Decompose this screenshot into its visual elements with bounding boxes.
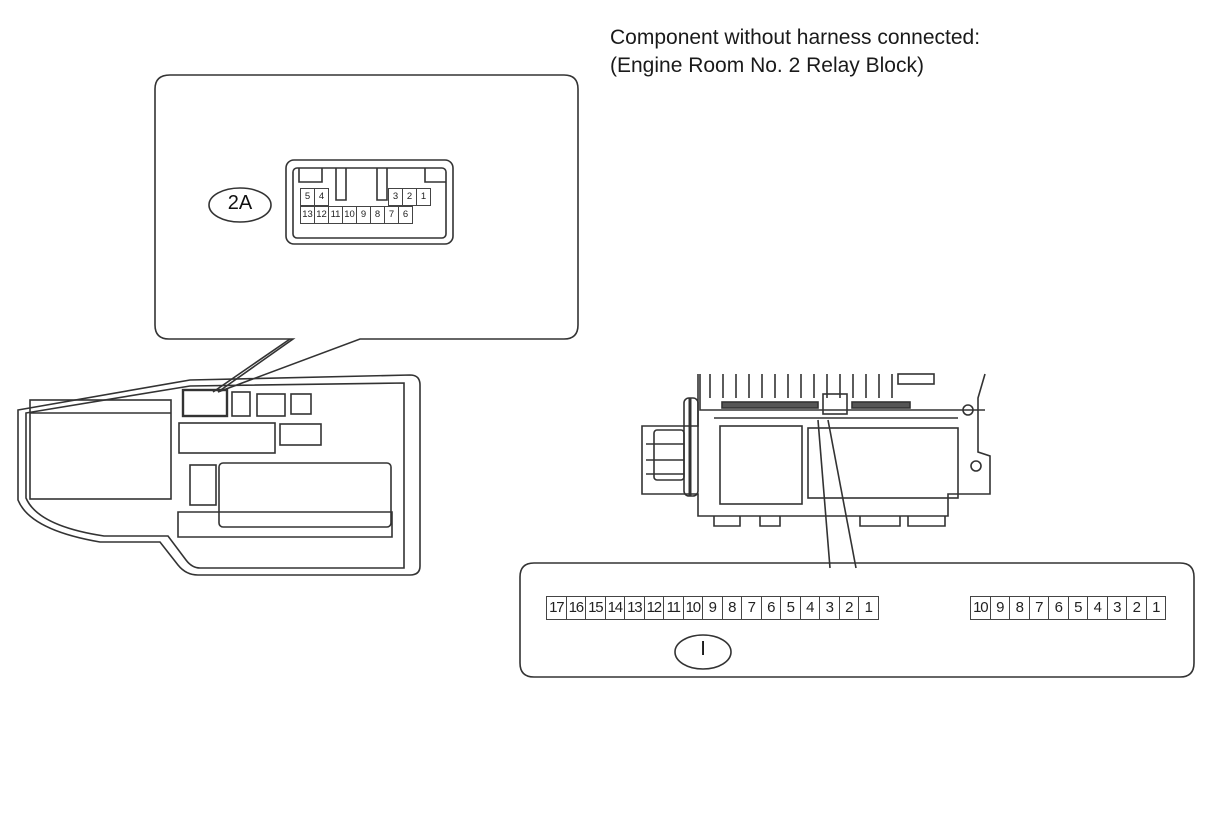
pin-4: 4 [1088,596,1108,620]
connector-2a-label: 2A [227,192,253,214]
pin-12: 12 [315,206,329,224]
pin-12: 12 [644,596,664,620]
caption-line-2: (Engine Room No. 2 Relay Block) [610,54,924,77]
pin-15: 15 [586,596,606,620]
relay-block-outline [17,374,421,576]
pin-13: 13 [625,596,645,620]
pin-3: 3 [389,188,403,206]
pin-8: 8 [371,206,385,224]
callout-2a-bubble [154,74,579,393]
callout-i-bubble [519,562,1195,678]
pin-14: 14 [605,596,625,620]
caption-line-1: Component without harness connected: [610,26,981,49]
pin-7: 7 [385,206,399,224]
label-i-ellipse [674,634,732,670]
pin-4: 4 [800,596,820,620]
pin-11: 11 [664,596,684,620]
pin-1: 1 [859,596,879,620]
label-2a-ellipse [208,187,272,223]
pin-6: 6 [761,596,781,620]
pin-3: 3 [1107,596,1127,620]
pin-3: 3 [820,596,840,620]
pin-2: 2 [403,188,417,206]
pin-11: 11 [329,206,343,224]
pin-9: 9 [990,596,1010,620]
pin-6: 6 [399,206,413,224]
pin-17: 17 [547,596,567,620]
pin-8: 8 [722,596,742,620]
pin-10: 10 [683,596,703,620]
diagram-caption: Component without harness connected: (En… [610,24,980,80]
pin-16: 16 [566,596,586,620]
connector-2a-housing [285,159,454,245]
connector-i-label: I [700,638,706,660]
pin-2: 2 [839,596,859,620]
pin-8: 8 [1010,596,1030,620]
pin-5: 5 [301,188,315,206]
pin-10: 10 [343,206,357,224]
pin-10: 10 [971,596,991,620]
pin-1: 1 [417,188,431,206]
pin-6: 6 [1049,596,1069,620]
pin-1: 1 [1146,596,1166,620]
pin-13: 13 [301,206,315,224]
pin-9: 9 [703,596,723,620]
pin-5: 5 [781,596,801,620]
pin-4: 4 [315,188,329,206]
relay-block-side-view [641,373,991,569]
pin-9: 9 [357,206,371,224]
pin-7: 7 [1029,596,1049,620]
pin-7: 7 [742,596,762,620]
pin-5: 5 [1068,596,1088,620]
pin-2: 2 [1127,596,1147,620]
